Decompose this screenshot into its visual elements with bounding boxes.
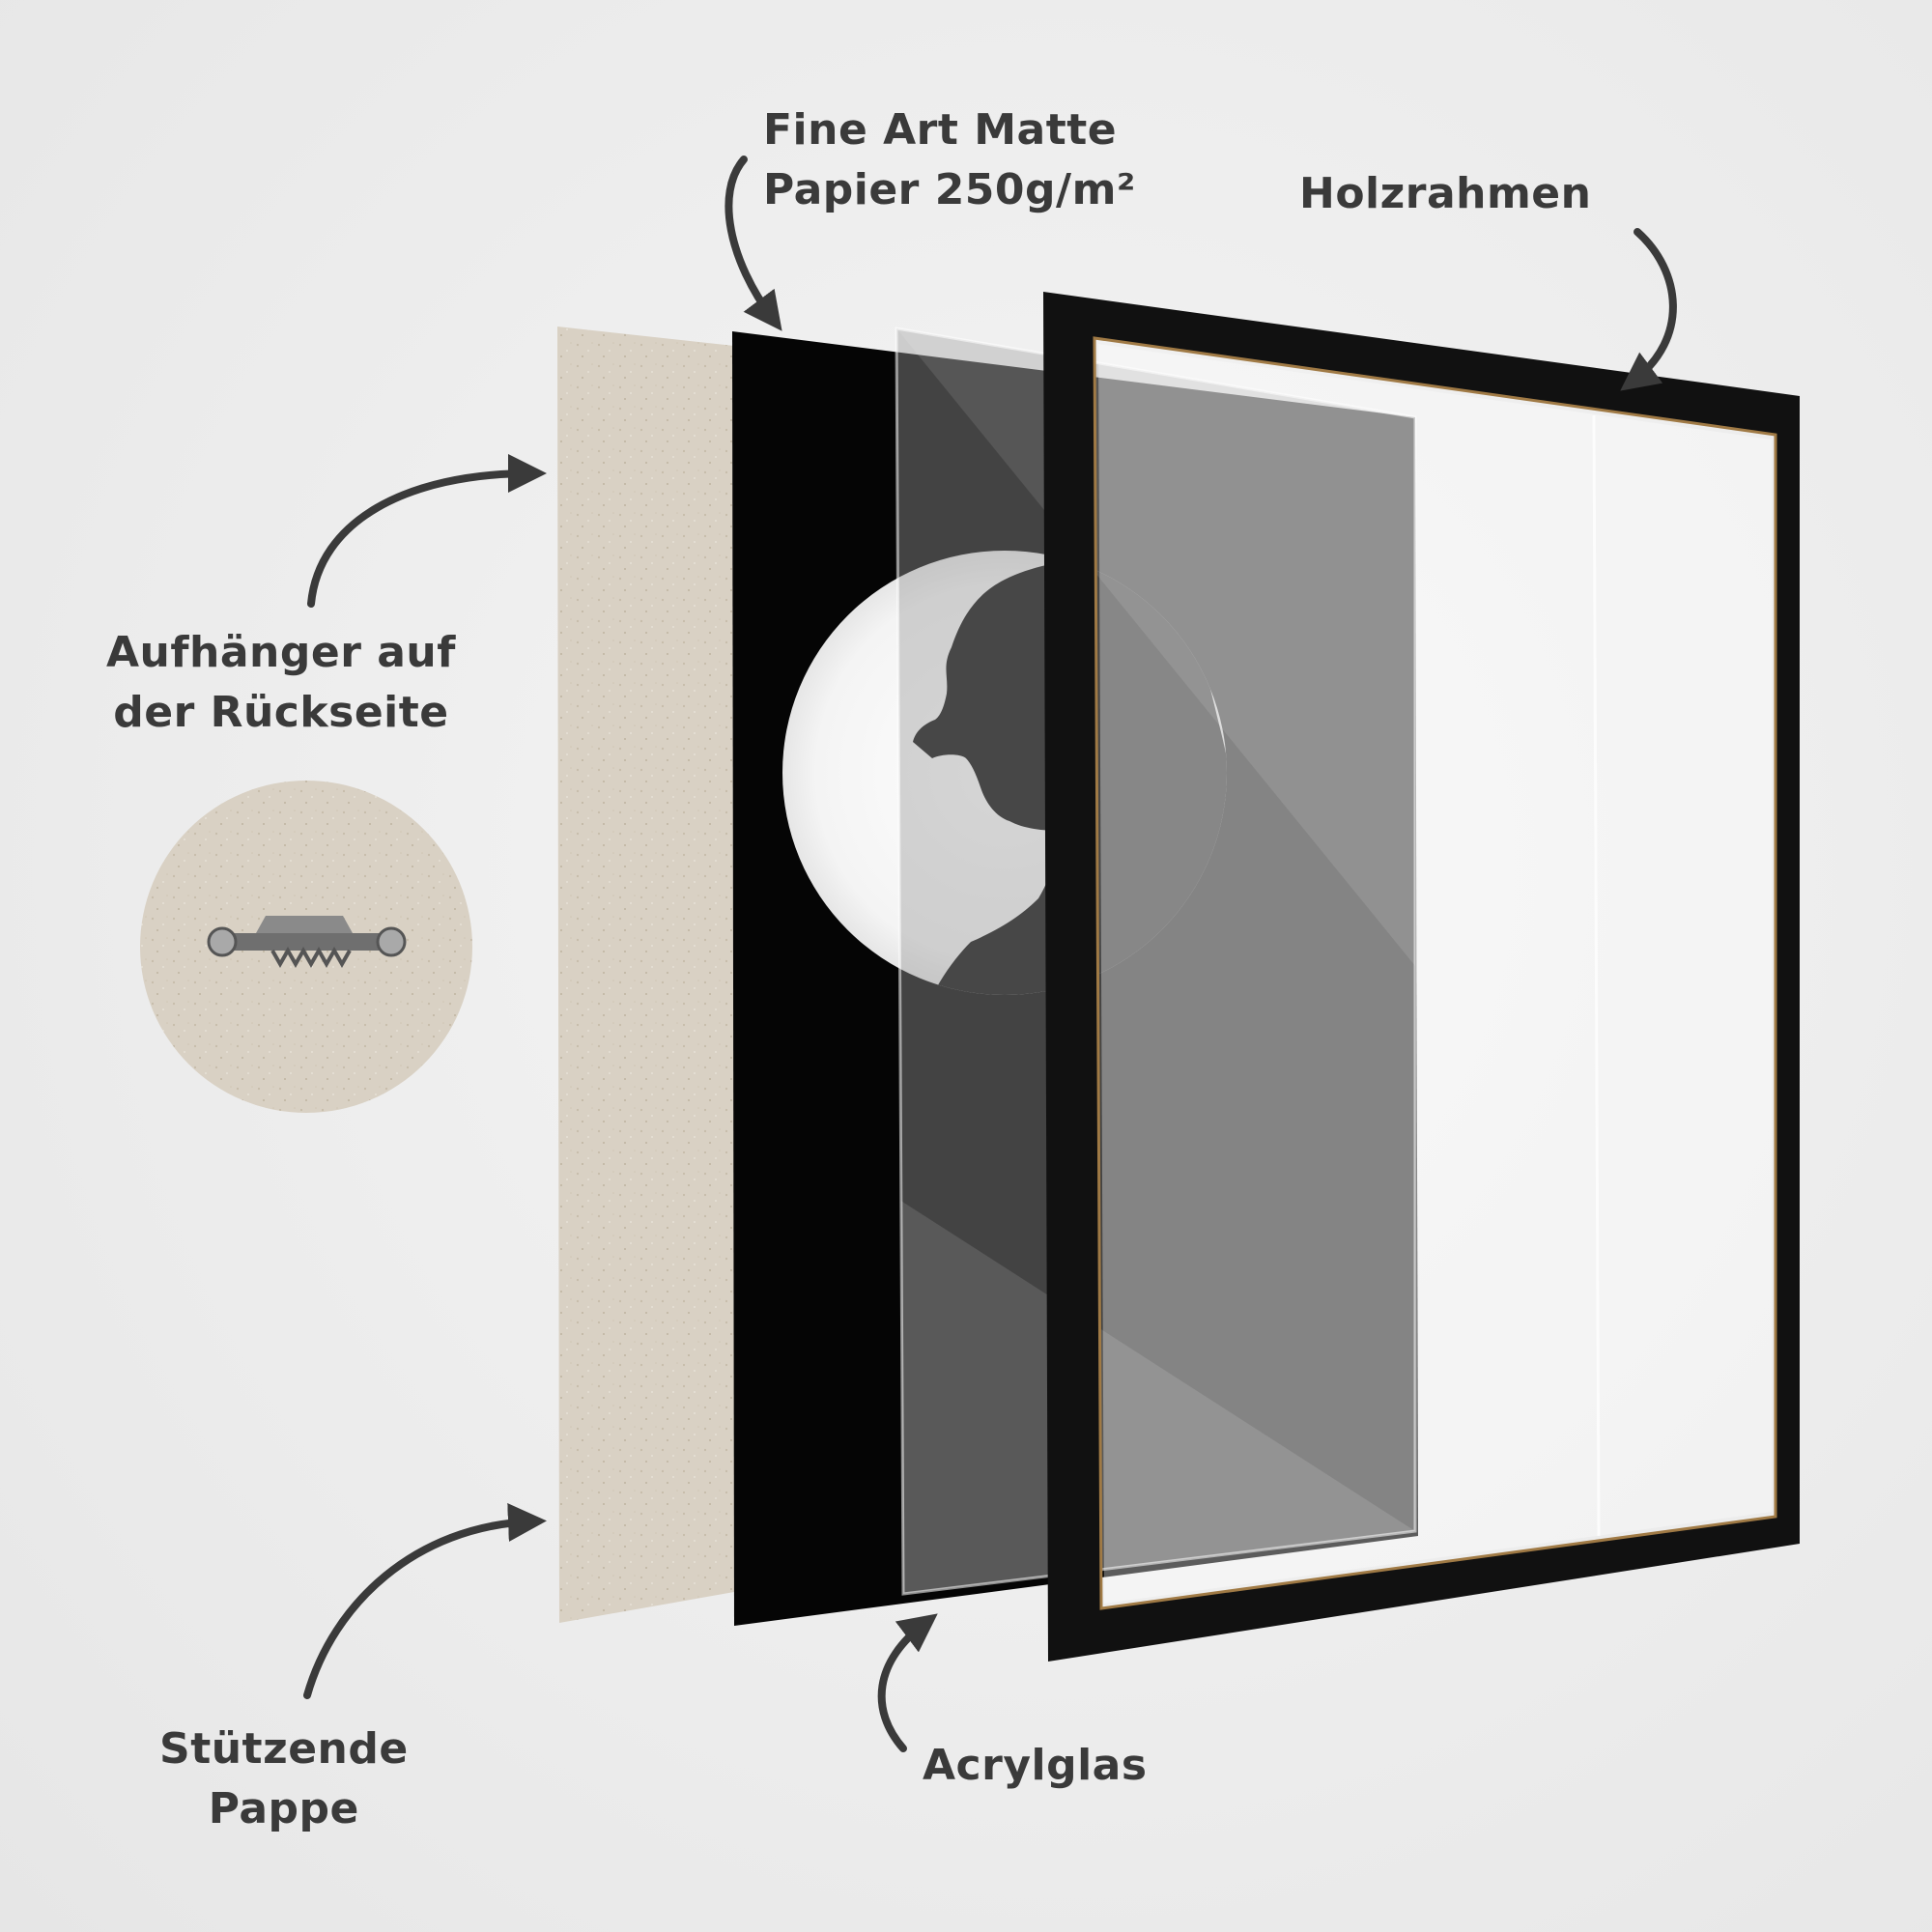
curved-arrow-icon (307, 454, 547, 608)
frame-label: Holzrahmen (1299, 169, 1592, 218)
curved-arrow-icon (877, 1613, 938, 1752)
glass-label: Acrylglas (923, 1741, 1148, 1790)
paper-label: Fine Art Matte Papier 250g/m² (763, 105, 1136, 214)
frame-inner-edge (1093, 336, 1777, 1610)
backing-label: Stützende Pappe (159, 1724, 409, 1833)
curved-arrow-icon (303, 1503, 547, 1699)
hanger-label: Aufhänger auf der Rückseite (106, 628, 456, 737)
curved-arrow-icon (724, 156, 782, 331)
acrylic-glass (896, 328, 1415, 1594)
sawtooth-hanger-icon (207, 916, 407, 969)
backing-cardboard (557, 327, 734, 1623)
curved-arrow-icon (1620, 228, 1677, 391)
